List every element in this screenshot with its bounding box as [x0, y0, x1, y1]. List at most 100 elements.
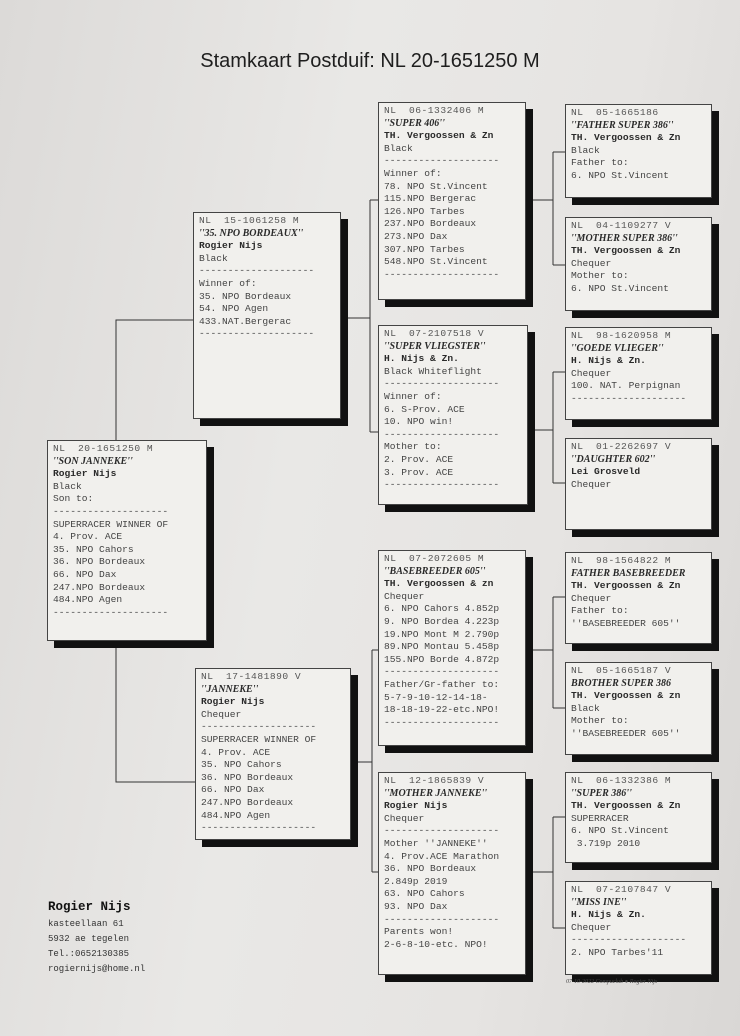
breeder-name: TH. Vergoossen & zn: [571, 690, 681, 702]
contact-phone: Tel.:0652130385: [48, 949, 130, 959]
result-line: Parents won!: [384, 926, 454, 938]
ring-number: NL 01-2262697 V: [571, 441, 672, 452]
ring-number: NL 98-1564822 M: [571, 555, 672, 566]
ring-number: NL 04-1109277 V: [571, 220, 672, 231]
contact-email: rogiernijs@home.nl: [48, 964, 146, 974]
result-line: --------------------: [384, 666, 500, 678]
breeder-name: TH. Vergoossen & Zn: [384, 130, 494, 142]
pigeon-color: Chequer: [571, 921, 612, 933]
result-line: 93. NPO Dax: [384, 900, 448, 912]
ring-number: NL 07-2107847 V: [571, 884, 672, 895]
pigeon-color: Chequer: [201, 708, 242, 720]
result-line: 35. NPO Bordeaux: [199, 290, 292, 302]
result-line: 273.NPO Dax: [384, 230, 448, 242]
sire-dam-card: NL 07-2107518 V''SUPER VLIEGSTER''H. Nij…: [378, 325, 528, 505]
result-line: 78. NPO St.Vincent: [384, 180, 488, 192]
contact-address: kasteellaan 61: [48, 919, 124, 929]
ring-number: NL 15-1061258 M: [199, 215, 300, 226]
ring-number: NL 07-2072605 M: [384, 553, 485, 564]
pigeon-color: Black: [384, 142, 413, 154]
result-line: 126.NPO Tarbes: [384, 205, 465, 217]
pigeon-name: ''SON JANNEKE'': [53, 455, 133, 467]
pigeon-name: ''MISS INE'': [571, 896, 627, 908]
result-line: --------------------: [199, 265, 315, 277]
result-line: Father/Gr-father to:: [384, 678, 500, 690]
dam-dam-card: NL 12-1865839 V''MOTHER JANNEKE''Rogier …: [378, 772, 526, 975]
pigeon-name: ''SUPER VLIEGSTER'': [384, 340, 486, 352]
pigeon-color: Chequer: [384, 590, 425, 602]
result-line: 35. NPO Cahors: [53, 543, 134, 555]
result-line: --------------------: [571, 934, 687, 946]
pigeon-color: Chequer: [571, 478, 612, 490]
page-title: Stamkaart Postduif: NL 20-1651250 M: [200, 50, 540, 72]
sire-card: NL 15-1061258 M''35. NPO BORDEAUX''Rogie…: [193, 212, 341, 419]
ring-number: NL 05-1665187 V: [571, 665, 672, 676]
result-line: --------------------: [384, 428, 500, 440]
result-line: 484.NPO Agen: [53, 594, 123, 606]
result-line: 6. NPO St.Vincent: [571, 169, 669, 181]
ring-number: NL 12-1865839 V: [384, 775, 485, 786]
breeder-name: Rogier Nijs: [384, 800, 448, 812]
result-line: 548.NPO St.Vincent: [384, 256, 488, 268]
ggp-card-4: NL 01-2262697 V''DAUGHTER 602''Lei Grosv…: [565, 438, 712, 530]
breeder-name: TH. Vergoossen & Zn: [571, 580, 681, 592]
pigeon-name: ''JANNEKE'': [201, 683, 259, 695]
pigeon-color: Chequer: [384, 812, 425, 824]
result-line: Father to:: [571, 157, 629, 169]
breeder-name: Rogier Nijs: [199, 240, 263, 252]
result-line: 3.719p 2010: [571, 837, 641, 849]
result-line: 115.NPO Bergerac: [384, 193, 477, 205]
pigeon-color: Black: [53, 480, 82, 492]
breeder-name: TH. Vergoossen & Zn: [571, 800, 681, 812]
contact-city: 5932 ae tegelen: [48, 934, 130, 944]
result-line: 2.849p 2019: [384, 875, 448, 887]
pigeon-name: ''GOEDE VLIEGER'': [571, 342, 664, 354]
result-line: --------------------: [53, 505, 169, 517]
ring-number: NL 05-1665186: [571, 107, 659, 118]
result-line: 2. Prov. ACE: [384, 453, 454, 465]
breeder-name: TH. Vergoossen & zn: [384, 578, 494, 590]
pigeon-name: ''SUPER 406'': [384, 117, 445, 129]
result-line: --------------------: [384, 825, 500, 837]
breeder-contact: Rogier Nijs kasteellaan 61 5932 ae tegel…: [48, 897, 145, 977]
print-footer: 07-10-2022 Compuclub ● Rogier Nijs: [566, 979, 658, 985]
result-line: 36. NPO Bordeaux: [384, 863, 477, 875]
pigeon-color: Black: [199, 252, 228, 264]
pigeon-color: Chequer: [571, 367, 612, 379]
result-line: ''BASEBREEDER 605'': [571, 617, 681, 629]
ring-number: NL 06-1332386 M: [571, 775, 672, 786]
breeder-name: H. Nijs & Zn.: [384, 353, 459, 365]
result-line: 6. NPO Cahors 4.852p: [384, 603, 500, 615]
breeder-name: Lei Grosveld: [571, 466, 641, 478]
result-line: Mother to:: [571, 715, 629, 727]
pigeon-name: ''MOTHER JANNEKE'': [384, 787, 488, 799]
result-line: 2-6-8-10-etc. NPO!: [384, 938, 488, 950]
ring-number: NL 06-1332406 M: [384, 105, 485, 116]
ggp-card-8: NL 07-2107847 V''MISS INE''H. Nijs & Zn.…: [565, 881, 712, 975]
ring-number: NL 17-1481890 V: [201, 671, 302, 682]
result-line: 433.NAT.Bergerac: [199, 315, 292, 327]
pigeon-name: BROTHER SUPER 386: [571, 677, 672, 689]
ring-number: NL 07-2107518 V: [384, 328, 485, 339]
result-line: Mother to:: [571, 270, 629, 282]
result-line: 4. Prov. ACE: [201, 746, 271, 758]
result-line: --------------------: [384, 378, 500, 390]
result-line: --------------------: [384, 268, 500, 280]
breeder-name: H. Nijs & Zn.: [571, 355, 646, 367]
dam-sire-card: NL 07-2072605 M''BASEBREEDER 605''TH. Ve…: [378, 550, 526, 746]
subject-card: NL 20-1651250 M''SON JANNEKE''Rogier Nij…: [47, 440, 207, 641]
result-line: 100. NAT. Perpignan: [571, 380, 681, 392]
breeder-name: Rogier Nijs: [201, 696, 265, 708]
result-line: Winner of:: [384, 167, 442, 179]
result-line: 155.NPO Borde 4.872p: [384, 653, 500, 665]
result-line: 3. Prov. ACE: [384, 466, 454, 478]
sire-sire-card: NL 06-1332406 M''SUPER 406''TH. Vergooss…: [378, 102, 526, 300]
ggp-card-7: NL 06-1332386 M''SUPER 386''TH. Vergooss…: [565, 772, 712, 863]
result-line: 18-18-19-22-etc.NPO!: [384, 704, 500, 716]
result-line: --------------------: [384, 913, 500, 925]
result-line: --------------------: [384, 716, 500, 728]
result-line: --------------------: [201, 721, 317, 733]
result-line: 66. NPO Dax: [201, 784, 265, 796]
result-line: 9. NPO Bordea 4.223p: [384, 615, 500, 627]
